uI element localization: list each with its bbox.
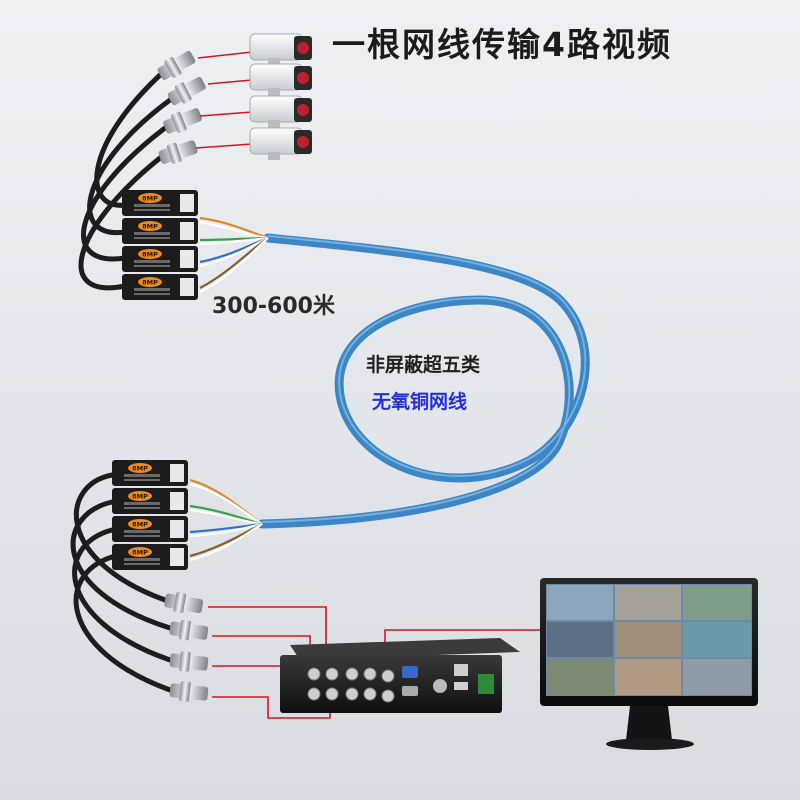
balun-badge-label: 8MP: [132, 465, 148, 473]
balun-badge-label: 8MP: [132, 493, 148, 501]
balun-badge-label: 8MP: [142, 195, 158, 203]
monitor-camera-feeds: [547, 585, 751, 695]
cat5e-cable: [257, 233, 590, 529]
bnc-connectors-bottom: [164, 592, 209, 702]
twisted-pairs-top: [199, 216, 269, 293]
twisted-pairs-bottom: [189, 478, 263, 562]
monitor-icon: [540, 578, 758, 750]
page-title: 一根网线传输4路视频: [332, 25, 672, 64]
distance-label: 300-600米: [212, 294, 335, 319]
camera-signal-lines: [195, 51, 253, 149]
balun-badge-label: 8MP: [132, 549, 148, 557]
balun-badge-label: 8MP: [142, 251, 158, 259]
cable-type-label: 非屏蔽超五类: [366, 354, 481, 376]
balun-badge-label: 8MP: [132, 521, 148, 529]
coax-pigtails-top: [78, 72, 173, 291]
video-balun-icon: [122, 190, 198, 300]
cable-material-label: 无氧铜网线: [372, 391, 468, 413]
dvr-recorder-icon: [280, 638, 520, 713]
balun-badge-label: 8MP: [142, 279, 158, 287]
bnc-connectors-top: [157, 51, 206, 164]
coax-pigtails-bottom: [70, 472, 173, 693]
balun-badge-label: 8MP: [142, 223, 158, 231]
video-balun-icon: [112, 460, 188, 570]
cctv-bullet-camera-icon: [249, 33, 312, 160]
